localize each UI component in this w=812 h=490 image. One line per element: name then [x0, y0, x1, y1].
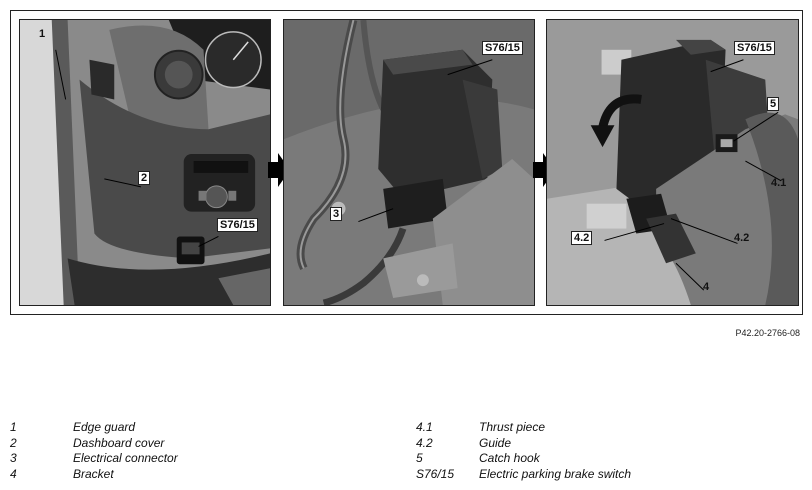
callout-parking-brake-switch: S76/15 [217, 218, 258, 232]
legend-text: Thrust piece [479, 420, 546, 434]
figure-reference-code: P42.20-2766-08 [735, 328, 800, 338]
legend-item: 4.1 Thrust piece [416, 420, 631, 436]
legend-text: Edge guard [73, 420, 136, 434]
legend-number: 2 [10, 435, 17, 450]
step-arrow-icon [268, 153, 290, 187]
callout-dashboard-cover: 2 [138, 171, 151, 185]
figure-frame: 1 2 S76/15 S76/15 3 S76/15 5 4.1 4.2 4.2… [10, 10, 803, 315]
legend-item: S76/15 Electric parking brake switch [416, 467, 631, 483]
legend-item: 1 Edge guard [10, 420, 178, 436]
legend-number: 4.1 [416, 420, 433, 434]
dashboard-illustration [20, 20, 270, 305]
callout-guide: 4.2 [734, 232, 750, 244]
legend-text: Catch hook [479, 451, 540, 465]
callout-edge-guard: 1 [39, 28, 46, 40]
legend-number: 5 [416, 451, 423, 465]
bracket-illustration [547, 20, 798, 305]
legend-text: Electrical connector [73, 451, 178, 465]
legend-text: Dashboard cover [73, 435, 165, 450]
legend-text: Bracket [73, 466, 114, 481]
legend-item: 4 Bracket [10, 467, 178, 483]
connector-illustration [284, 20, 534, 305]
panel-bracket-detail [546, 19, 799, 306]
legend-number: 4.2 [416, 435, 433, 450]
legend-item: 2 Dashboard cover [10, 436, 178, 452]
legend-right-column: 4.1 Thrust piece 4.2 Guide 5 Catch hook … [416, 420, 631, 482]
legend-item: 4.2 Guide [416, 436, 631, 452]
legend-item: 3 Electrical connector [10, 451, 178, 467]
callout-parking-brake-switch: S76/15 [482, 41, 523, 55]
callout-guide: 4.2 [571, 231, 593, 245]
legend-item: 5 Catch hook [416, 451, 631, 467]
callout-catch-hook: 5 [767, 97, 780, 111]
callout-parking-brake-switch: S76/15 [734, 41, 775, 55]
legend-text: Guide [479, 435, 512, 450]
callout-bracket: 4 [703, 281, 710, 293]
panel-dashboard-view [19, 19, 271, 306]
legend-number: 3 [10, 451, 17, 465]
legend-text: Electric parking brake switch [479, 466, 632, 481]
legend-left-column: 1 Edge guard 2 Dashboard cover 3 Electri… [10, 420, 178, 482]
legend-number: 1 [10, 420, 17, 434]
step-arrow-icon [533, 153, 555, 187]
callout-electrical-connector: 3 [330, 207, 343, 221]
legend-number: S76/15 [416, 466, 455, 481]
legend-number: 4 [10, 466, 17, 481]
callout-thrust-piece: 4.1 [771, 177, 787, 189]
panel-switch-connector [283, 19, 535, 306]
